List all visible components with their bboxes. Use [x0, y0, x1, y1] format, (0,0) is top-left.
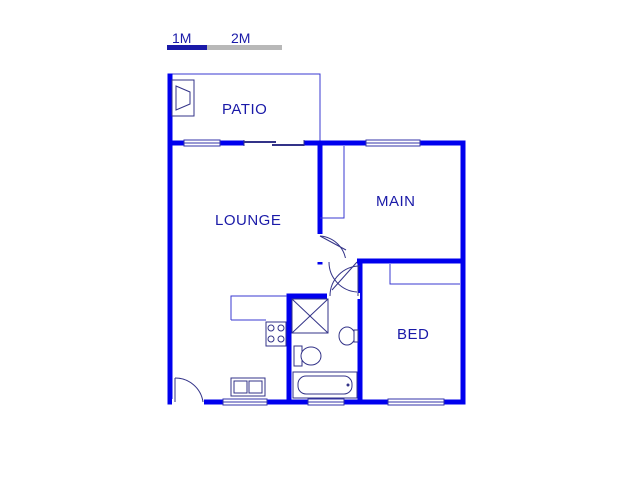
scale-segment-dark: [167, 45, 207, 50]
room-label-bed: BED: [397, 326, 429, 343]
bathtub-icon: [292, 371, 358, 399]
patio-outline: [169, 73, 321, 142]
sliding-door-patio: [243, 140, 305, 146]
door-bed-swing: [328, 261, 358, 293]
scale-label-2m: 2M: [231, 30, 250, 46]
bed-closet-line: [389, 264, 460, 285]
shower-icon: [291, 298, 329, 334]
kitchen-counter-line: [230, 295, 287, 320]
scale-bar: 1M 2M: [167, 30, 282, 50]
door-entrance-swing: [174, 377, 204, 403]
stove-icon: [265, 321, 287, 347]
toilet-icon: [293, 345, 322, 367]
interior-lines: [230, 146, 460, 321]
braai-icon: [171, 79, 195, 117]
sink-icon: [230, 377, 266, 397]
basin-icon: [338, 326, 359, 346]
scale-segment-light: [207, 45, 282, 50]
windows: [183, 139, 445, 406]
main-closet-line: [320, 146, 345, 219]
door-bath-swing: [329, 265, 361, 297]
doors: [172, 234, 361, 405]
room-label-main: MAIN: [376, 193, 416, 210]
room-label-patio: PATIO: [222, 101, 267, 118]
scale-label-1m: 1M: [172, 30, 191, 46]
room-label-lounge: LOUNGE: [215, 212, 281, 229]
